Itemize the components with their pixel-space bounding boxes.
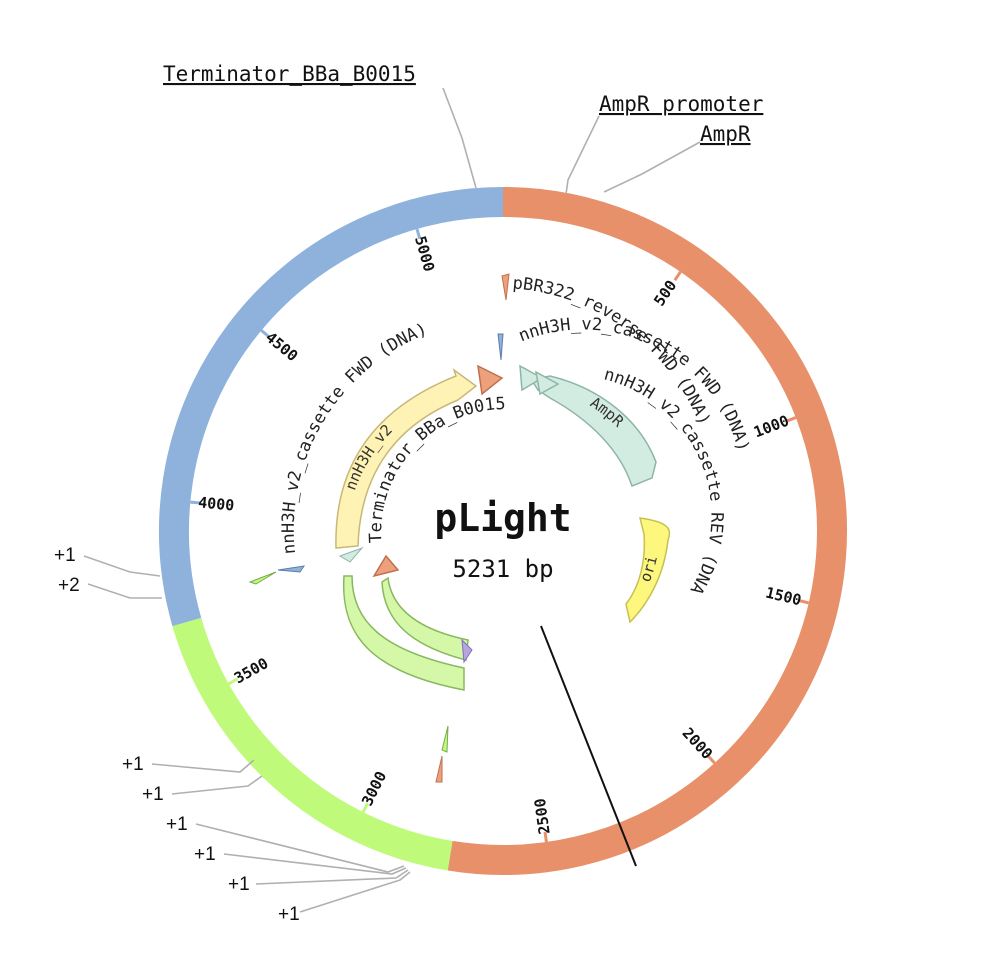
green-segment[interactable]	[172, 617, 453, 871]
ampr-promoter-feature[interactable]	[519, 364, 544, 392]
plus-label-2: +2	[58, 575, 80, 596]
blue-segment[interactable]	[159, 187, 504, 627]
tick-mark-2500	[543, 831, 548, 843]
tick-label-5000: 5000	[411, 234, 438, 274]
green-primer-mark-2[interactable]	[441, 725, 449, 753]
ampr-promoter-external-label[interactable]: AmpR promoter	[599, 92, 763, 116]
nnh3h-fwd-inner-primer-mark[interactable]	[497, 333, 504, 361]
ori-feature[interactable]	[625, 517, 671, 624]
green-primer-mark-1[interactable]	[248, 571, 277, 585]
leader-lines	[83, 87, 701, 913]
terminator-feature-top[interactable]	[477, 364, 504, 396]
terminator-external-label[interactable]: Terminator_BBa_B0015	[163, 62, 416, 86]
tick-label-1500: 1500	[764, 584, 803, 610]
tick-mark-1500	[798, 599, 810, 605]
plasmid-length: 5231 bp	[452, 555, 553, 583]
backbone-ring	[159, 187, 847, 875]
tick-mark-3000	[361, 802, 369, 813]
tick-mark-3500	[227, 677, 239, 686]
plus-label-6: +1	[194, 844, 216, 865]
plus-leader-6	[223, 853, 407, 875]
tick-mark-500	[673, 271, 682, 282]
plus-label-4: +1	[142, 784, 164, 805]
nnh3h-feature-arrow[interactable]	[335, 368, 478, 549]
plus-leader-8	[299, 871, 411, 913]
tick-label-3000: 3000	[358, 768, 390, 808]
ampr-leader	[603, 141, 701, 193]
tick-label-500: 500	[650, 277, 680, 310]
plus-leader-5	[195, 823, 405, 873]
cursor-line[interactable]	[540, 625, 637, 867]
plus-label-5: +1	[166, 814, 188, 835]
terminator-leader	[442, 87, 477, 189]
tick-label-4000: 4000	[197, 493, 235, 514]
plus-label-8: +1	[278, 904, 300, 925]
tick-label-2500: 2500	[531, 797, 554, 835]
orange-primer-mark[interactable]	[435, 755, 443, 783]
purple-feature-mark[interactable]	[461, 638, 473, 664]
tick-mark-4000	[190, 500, 201, 505]
plus-leader-4	[171, 775, 263, 795]
plus-label-3: +1	[122, 754, 144, 775]
ampr-promoter-feature-2[interactable]	[534, 370, 560, 396]
teal-feature-mark[interactable]	[338, 546, 364, 563]
tick-mark-1000	[785, 416, 797, 423]
tick-label-4500: 4500	[262, 328, 301, 365]
plus-leader-2	[87, 583, 162, 599]
ampr-promoter-leader	[565, 115, 600, 195]
pbr322-primer-mark[interactable]	[501, 273, 510, 301]
ampr-external-label[interactable]: AmpR	[700, 122, 751, 146]
tick-mark-5000	[415, 228, 422, 240]
tick-mark-2000	[706, 754, 716, 765]
plus-leader-1	[83, 555, 161, 577]
terminator-feature-inner[interactable]	[372, 554, 400, 578]
nnh3h-fwd-outer-primer-mark[interactable]	[277, 565, 306, 573]
plus-label-7: +1	[228, 874, 250, 895]
ampr-feature-arrow[interactable]	[523, 367, 657, 487]
plus-label-1: +1	[54, 545, 76, 566]
tick-label-3500: 3500	[231, 654, 271, 687]
green-feature-arrow-outer[interactable]	[342, 575, 465, 691]
orange-segment[interactable]	[447, 187, 847, 875]
tick-label-1000: 1000	[751, 412, 791, 442]
plus-leader-7	[255, 869, 409, 885]
plasmid-name: pLight	[434, 496, 571, 540]
tick-mark-4500	[260, 329, 271, 339]
plus-leader-3	[151, 759, 255, 773]
